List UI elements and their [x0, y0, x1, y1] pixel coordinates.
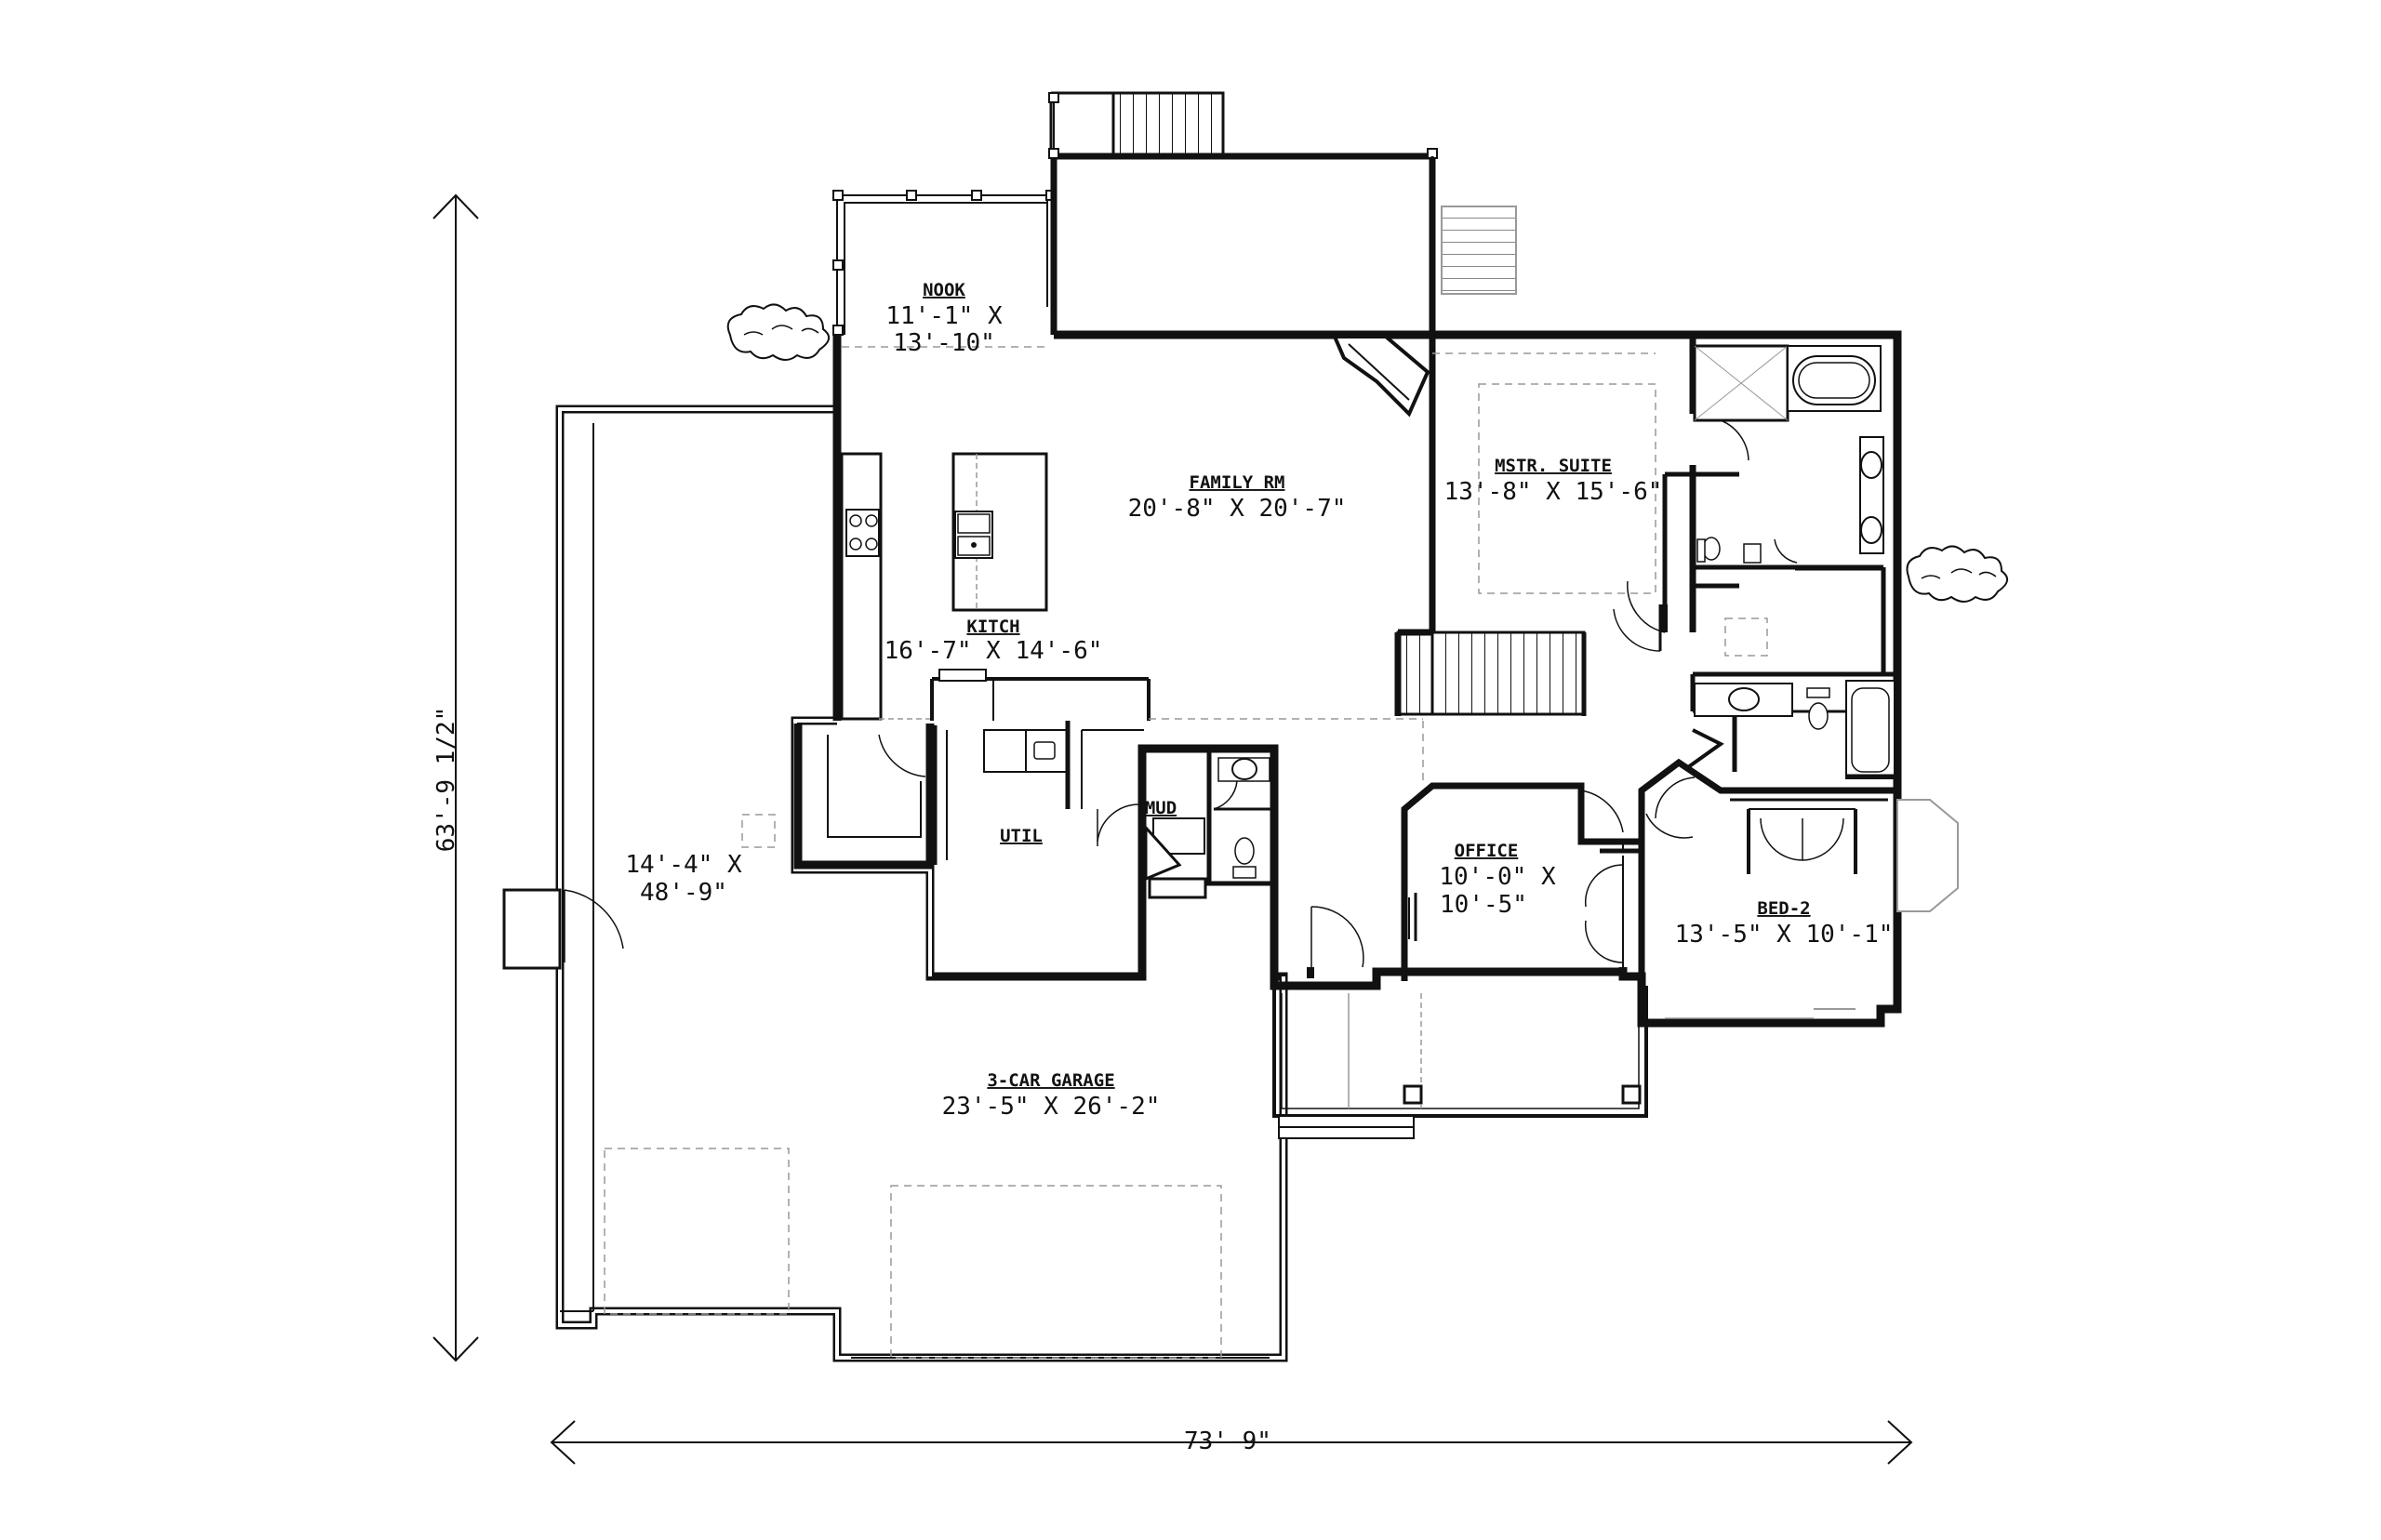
room-size-office-1: 10'-0" X	[1439, 863, 1556, 891]
room-size-nook-2: 13'-10"	[893, 329, 995, 357]
room-name-bed2: BED-2	[1757, 898, 1810, 919]
room-size-garage: 23'-5" X 26'-2"	[942, 1093, 1161, 1121]
front-porch	[1272, 906, 1648, 1139]
fireplace	[1331, 335, 1430, 418]
room-size-family: 20'-8" X 20'-7"	[1128, 495, 1347, 523]
label-util: UTIL	[1000, 826, 1043, 846]
garage-door-outlines	[604, 814, 1222, 1359]
house-outer-walls	[832, 330, 1902, 1028]
side-deck-stairs	[1441, 206, 1517, 295]
landscape-bush-left	[726, 303, 830, 361]
room-name-family: FAMILY RM	[1190, 472, 1285, 493]
room-name-util: UTIL	[1000, 826, 1043, 846]
room-size-kitchen: 16'-7" X 14'-6"	[885, 637, 1103, 665]
room-name-nook: NOOK	[923, 280, 965, 300]
room-size-nook-1: 11'-1" X	[885, 302, 1003, 330]
kitchen	[840, 452, 1423, 721]
mud-powder	[1142, 746, 1274, 899]
room-name-garage: 3-CAR GARAGE	[987, 1070, 1114, 1091]
master-bed-outline	[1478, 383, 1768, 657]
bed2-walls	[1638, 728, 1897, 1019]
label-mud: MUD	[1145, 798, 1177, 818]
label-garage: 3-CAR GARAGE 23'-5" X 26'-2"	[942, 1070, 1161, 1121]
room-name-master: MSTR. SUITE	[1495, 456, 1612, 476]
overall-width-dimension: 73'-9"	[550, 1420, 1913, 1465]
room-size-bed2: 13'-5" X 10'-1"	[1675, 921, 1894, 949]
room-name-kitchen: KITCH	[966, 617, 1019, 637]
basement-stairs	[1394, 629, 1587, 716]
label-bed2: BED-2 13'-5" X 10'-1"	[1675, 898, 1894, 949]
room-size-rv-2: 48'-9"	[640, 879, 727, 907]
label-rv-bay: 14'-4" X 48'-9"	[625, 851, 742, 907]
master-bath	[1693, 344, 1884, 564]
room-size-master: 13'-8" X 15'-6"	[1444, 478, 1663, 506]
pantry	[793, 724, 935, 870]
room-size-rv-1: 14'-4" X	[625, 851, 742, 879]
label-family: FAMILY RM 20'-8" X 20'-7"	[1128, 472, 1347, 523]
overall-depth-label: 63'-9 1/2"	[432, 707, 460, 853]
rear-deck-stairs	[1049, 91, 1225, 160]
label-office: OFFICE 10'-0" X 10'-5"	[1439, 841, 1556, 919]
overall-depth-dimension: 63'-9 1/2"	[432, 193, 479, 1362]
master-walls	[1429, 335, 1897, 711]
landscape-bush-right	[1906, 545, 2008, 603]
util-laundry	[932, 721, 1144, 865]
room-divisions	[842, 346, 1656, 781]
room-name-mud: MUD	[1145, 798, 1177, 818]
covered-porch-top	[1046, 92, 1438, 339]
label-master: MSTR. SUITE 13'-8" X 15'-6"	[1444, 456, 1663, 506]
ac-unit	[1896, 799, 1959, 912]
label-kitchen: KITCH 16'-7" X 14'-6"	[885, 617, 1103, 665]
overall-width-label: 73'-9"	[1184, 1427, 1271, 1455]
room-size-office-2: 10'-5"	[1440, 891, 1527, 919]
label-nook: NOOK 11'-1" X 13'-10"	[885, 280, 1003, 357]
hall-bath	[1693, 680, 1897, 779]
room-name-office: OFFICE	[1455, 841, 1519, 861]
